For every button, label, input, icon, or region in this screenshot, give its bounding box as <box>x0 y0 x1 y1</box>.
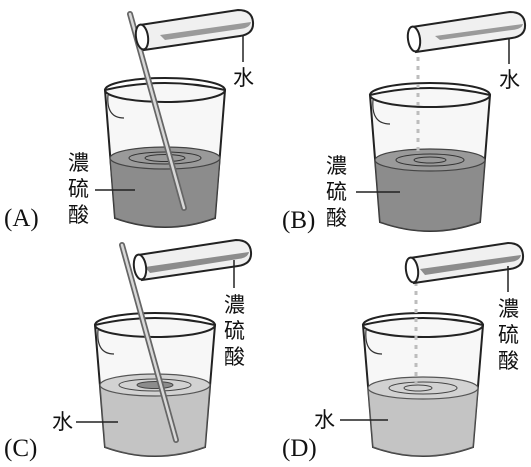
test-tube-d <box>404 241 525 285</box>
panel-tag-a: (A) <box>4 205 39 232</box>
tube-label-d-1: 濃 <box>498 297 519 321</box>
panel-a: 水 濃 硫 酸 (A) <box>4 8 255 232</box>
tube-label-a: 水 <box>233 66 254 90</box>
beaker-a <box>103 77 227 228</box>
beaker-label-a-2: 硫 <box>68 177 89 201</box>
beaker-label-a-1: 濃 <box>68 151 89 175</box>
test-tube-c <box>132 238 253 282</box>
beaker-label-b-2: 硫 <box>326 180 347 204</box>
beaker-label-b-3: 酸 <box>326 206 347 230</box>
beaker-label-d: 水 <box>314 408 335 432</box>
tube-label-c-1: 濃 <box>224 293 245 317</box>
test-tube-a <box>134 8 255 52</box>
tube-label-c-2: 硫 <box>224 319 245 343</box>
beaker-d <box>361 312 485 457</box>
tube-label-b: 水 <box>499 68 520 92</box>
beaker-b <box>368 82 492 232</box>
beaker-label-b-1: 濃 <box>326 154 347 178</box>
test-tube-b <box>406 10 527 54</box>
panel-tag-c: (C) <box>4 435 37 462</box>
tube-label-d-2: 硫 <box>498 323 519 347</box>
panel-b: 水 濃 硫 酸 (B) <box>282 10 527 234</box>
panel-tag-d: (D) <box>282 435 317 462</box>
tube-label-c-3: 酸 <box>224 345 245 369</box>
beaker-c <box>93 312 217 457</box>
beaker-label-a-3: 酸 <box>68 203 89 227</box>
panel-d: 濃 硫 酸 水 (D) <box>282 241 525 462</box>
beaker-label-c: 水 <box>52 410 73 434</box>
panel-c: 濃 硫 酸 水 (C) <box>4 238 253 462</box>
tube-label-d-3: 酸 <box>498 349 519 373</box>
panel-tag-b: (B) <box>282 207 315 234</box>
